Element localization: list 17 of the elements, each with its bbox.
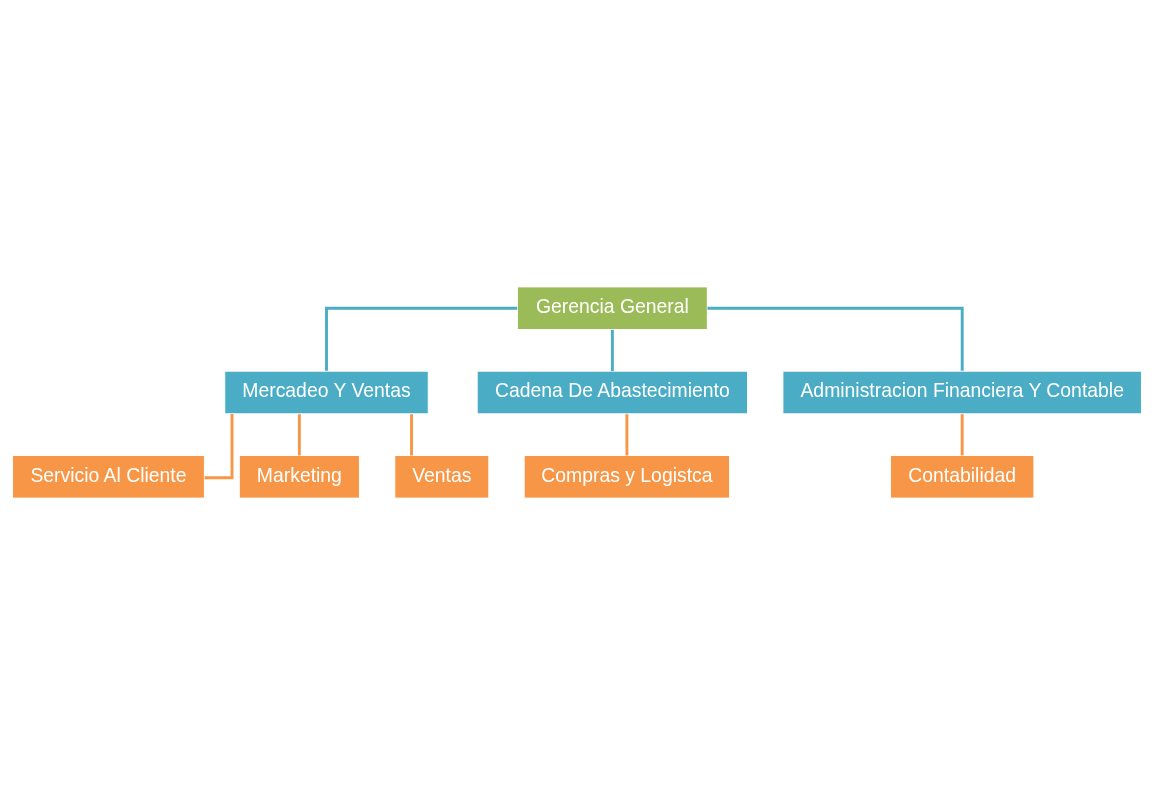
node-box: Administracion Financiera Y Contable bbox=[782, 370, 1142, 415]
connector bbox=[610, 329, 614, 372]
node-box: Marketing bbox=[238, 455, 360, 499]
node-box: Ventas bbox=[394, 455, 490, 499]
connector bbox=[204, 414, 234, 480]
node-box: Contabilidad bbox=[890, 455, 1035, 499]
connector bbox=[960, 414, 964, 456]
node-box: Gerencia General bbox=[516, 286, 708, 330]
connector bbox=[297, 414, 301, 456]
node-box: Mercadeo Y Ventas bbox=[224, 370, 429, 415]
connector bbox=[325, 306, 518, 371]
connector bbox=[625, 414, 629, 456]
connector bbox=[410, 414, 413, 456]
connector bbox=[707, 306, 964, 371]
node-box: Servicio Al Cliente bbox=[12, 455, 205, 499]
node-box: Compras y Logistca bbox=[523, 455, 731, 499]
node-box: Cadena De Abastecimiento bbox=[476, 370, 749, 415]
